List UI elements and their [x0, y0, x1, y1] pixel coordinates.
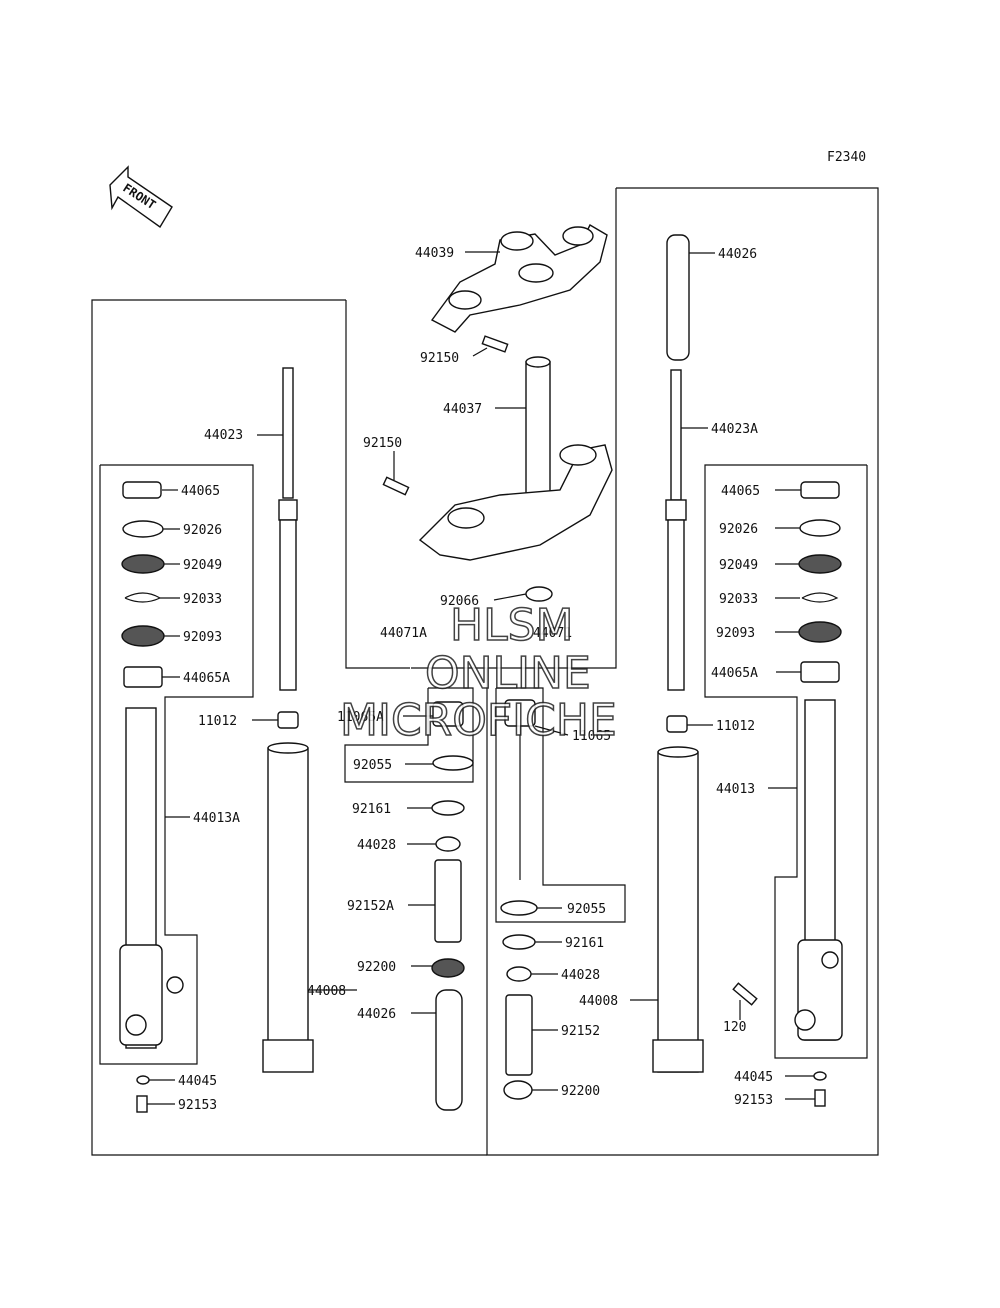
center-right-parts [500, 699, 538, 1100]
left-outer-tube [119, 707, 184, 1049]
label-92093-left: 92093 [183, 630, 222, 645]
left-seal-stack [121, 481, 165, 688]
label-92153-left: 92153 [178, 1098, 217, 1113]
label-92093-right: 92093 [716, 626, 755, 641]
label-44013: 44013 [716, 782, 755, 797]
label-44028-left: 44028 [357, 838, 396, 853]
label-120: 120 [723, 1020, 746, 1035]
label-44026-right: 44026 [718, 247, 757, 262]
right-inner-tube [652, 746, 704, 1073]
label-44071: 44071 [533, 626, 572, 641]
bolt-92150-lower [382, 476, 410, 496]
front-arrow-icon: FRONT [109, 165, 173, 229]
label-44065A-left: 44065A [183, 671, 230, 686]
box-outlines [91, 187, 879, 1156]
left-bushing-11012 [277, 711, 299, 729]
right-bolt-92153 [814, 1089, 826, 1107]
upper-triple-clamp [430, 224, 608, 333]
label-92033-right: 92033 [719, 592, 758, 607]
right-seal-stack [798, 481, 842, 683]
label-44037: 44037 [443, 402, 482, 417]
label-44045-left: 44045 [178, 1074, 217, 1089]
steering-stem [418, 356, 613, 561]
right-washer-44045 [813, 1071, 827, 1081]
label-44028-right: 44028 [561, 968, 600, 983]
bearing-92066 [525, 586, 553, 602]
label-44026-left: 44026 [357, 1007, 396, 1022]
center-left-parts [431, 701, 474, 1111]
label-44039: 44039 [415, 246, 454, 261]
label-44065A-right: 44065A [711, 666, 758, 681]
label-44023A: 44023A [711, 422, 758, 437]
left-bolt-92153 [136, 1095, 148, 1113]
label-92150-lower: 92150 [363, 436, 402, 451]
label-92161-left: 92161 [352, 802, 391, 817]
left-washer-44045 [136, 1075, 150, 1085]
label-44013A: 44013A [193, 811, 240, 826]
leader-lines [147, 251, 815, 1105]
label-44065-right: 44065 [721, 484, 760, 499]
watermark-line3: MICROFICHE [340, 695, 617, 746]
label-92150-upper: 92150 [420, 351, 459, 366]
label-44071A: 44071A [380, 626, 427, 641]
label-44023: 44023 [204, 428, 243, 443]
label-92026-right: 92026 [719, 522, 758, 537]
label-92026-left: 92026 [183, 523, 222, 538]
label-44045-right: 44045 [734, 1070, 773, 1085]
label-92152A: 92152A [347, 899, 394, 914]
watermark: HLSM ONLINE MICROFICHE [339, 599, 617, 747]
label-11012-right: 11012 [716, 719, 755, 734]
left-inner-tube [262, 742, 314, 1073]
label-92153-right: 92153 [734, 1093, 773, 1108]
watermark-line2: ONLINE [425, 648, 591, 699]
label-92049-right: 92049 [719, 558, 758, 573]
left-damper-rod [278, 367, 298, 691]
figure-code: F2340 [827, 150, 866, 165]
watermark-line1: HLSM [450, 600, 574, 651]
label-92066: 92066 [440, 594, 479, 609]
label-92049-left: 92049 [183, 558, 222, 573]
label-44008-left: 44008 [307, 984, 346, 999]
bolt-120 [732, 982, 758, 1006]
label-92055-left: 92055 [353, 758, 392, 773]
label-92055-right: 92055 [567, 902, 606, 917]
label-92033-left: 92033 [183, 592, 222, 607]
label-44008-right: 44008 [579, 994, 618, 1009]
label-92200-right: 92200 [561, 1084, 600, 1099]
bolt-92150-upper [481, 335, 509, 353]
label-92161-right: 92161 [565, 936, 604, 951]
label-44065-left: 44065 [181, 484, 220, 499]
label-11065A: 11065A [337, 710, 384, 725]
label-11065: 11065 [572, 729, 611, 744]
label-92200-left: 92200 [357, 960, 396, 975]
right-bushing-11012 [666, 715, 688, 733]
right-outer-tube [794, 699, 843, 1041]
right-spring [666, 234, 690, 361]
label-11012-left: 11012 [198, 714, 237, 729]
right-damper-rod [665, 369, 687, 691]
label-92152: 92152 [561, 1024, 600, 1039]
